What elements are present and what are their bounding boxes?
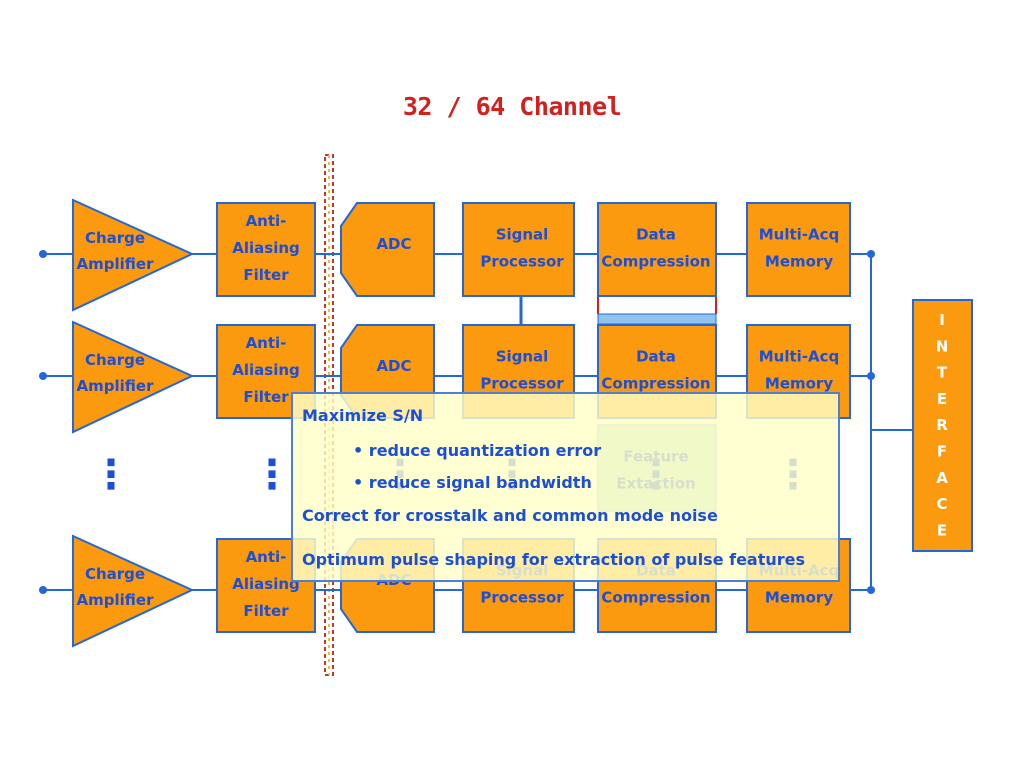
ch2-anti-aliasing-filter-label-line-3: Filter (243, 388, 289, 406)
ch1-multi-acq-memory-label-line-1: Multi-Acq (759, 226, 840, 244)
ch1-adc-label: ADC (376, 235, 411, 253)
ch2-input-node (39, 372, 47, 380)
slide-title: 32 / 64 Channel (402, 92, 622, 121)
chN-charge-amplifier-label-line-2: Amplifier (77, 591, 155, 609)
chN-anti-aliasing-filter-label-line-2: Aliasing (232, 575, 300, 593)
chN-input-node (39, 586, 47, 594)
ch1-multi-acq-memory (746, 202, 851, 297)
ch2-charge-amplifier-label-line-2: Amplifier (77, 377, 155, 395)
interface-letter-8: C (936, 495, 947, 513)
feature-extraction-bar (597, 313, 717, 325)
ch1-charge-amplifier-label-line-1: Charge (85, 229, 145, 247)
ch2-charge-amplifier (72, 320, 195, 434)
ch1-anti-aliasing-filter (216, 202, 316, 297)
note-bullet-quantization: • reduce quantization error (353, 441, 602, 460)
chN-charge-amplifier (72, 534, 195, 648)
ch1-adc (340, 202, 435, 297)
channel-ellipsis-2: ⋮ (252, 452, 292, 498)
interface-letter-4: E (937, 390, 947, 408)
note-heading: Maximize S/N (302, 406, 424, 425)
ch1-charge-amplifier (72, 198, 195, 312)
chN-anti-aliasing-filter-label-line-1: Anti- (246, 548, 287, 566)
ch2-signal-processor-label-line-2: Processor (480, 375, 564, 393)
design-goals-note: Maximize S/N • reduce quantization error… (291, 392, 840, 582)
chN-charge-amplifier-label-line-1: Charge (85, 565, 145, 583)
interface-letter-6: F (937, 443, 947, 461)
interface-block (912, 299, 973, 552)
ch1-anti-aliasing-filter-label-line-2: Aliasing (232, 239, 300, 257)
ch1-data-compression-label-line-1: Data (636, 226, 676, 244)
interface-letter-3: T (937, 364, 948, 382)
ch2-data-compression-label-line-2: Compression (601, 375, 710, 393)
ch1-anti-aliasing-filter-label-line-1: Anti- (246, 212, 287, 230)
note-pulse-shaping: Optimum pulse shaping for extraction of … (302, 550, 806, 569)
ch1-data-compression (597, 202, 717, 297)
ch1-output-node (867, 250, 875, 258)
ch2-multi-acq-memory-label-line-1: Multi-Acq (759, 348, 840, 366)
note-crosstalk: Correct for crosstalk and common mode no… (302, 506, 718, 525)
ch2-anti-aliasing-filter-label-line-2: Aliasing (232, 361, 300, 379)
chN-data-compression-label-line-2: Compression (601, 589, 710, 607)
interface-letter-2: N (936, 337, 949, 355)
ch1-charge-amplifier-label-line-2: Amplifier (77, 255, 155, 273)
channel-ellipsis-1: ⋮ (91, 452, 131, 498)
interface-letter-1: I (939, 311, 945, 329)
ch2-adc-label: ADC (376, 357, 411, 375)
interface-letter-9: E (937, 521, 947, 539)
ch2-data-compression-label-line-1: Data (636, 348, 676, 366)
ch2-charge-amplifier-label-line-1: Charge (85, 351, 145, 369)
note-bullet-bandwidth: • reduce signal bandwidth (353, 473, 592, 492)
ch2-output-node (867, 372, 875, 380)
chN-anti-aliasing-filter-label-line-3: Filter (243, 602, 289, 620)
ch1-signal-processor-label-line-2: Processor (480, 253, 564, 271)
chN-signal-processor-label-line-2: Processor (480, 589, 564, 607)
ch2-anti-aliasing-filter-label-line-1: Anti- (246, 334, 287, 352)
ch1-input-node (39, 250, 47, 258)
chN-multi-acq-memory-label-line-2: Memory (765, 589, 833, 607)
ch1-signal-processor (462, 202, 575, 297)
ch1-data-compression-label-line-2: Compression (601, 253, 710, 271)
ch1-anti-aliasing-filter-label-line-3: Filter (243, 266, 289, 284)
interface-letter-7: A (936, 469, 948, 487)
interface-letter-5: R (936, 416, 948, 434)
ch2-multi-acq-memory-label-line-2: Memory (765, 375, 833, 393)
chN-output-node (867, 586, 875, 594)
ch1-multi-acq-memory-label-line-2: Memory (765, 253, 833, 271)
ch2-signal-processor-label-line-1: Signal (496, 348, 549, 366)
ch1-signal-processor-label-line-1: Signal (496, 226, 549, 244)
